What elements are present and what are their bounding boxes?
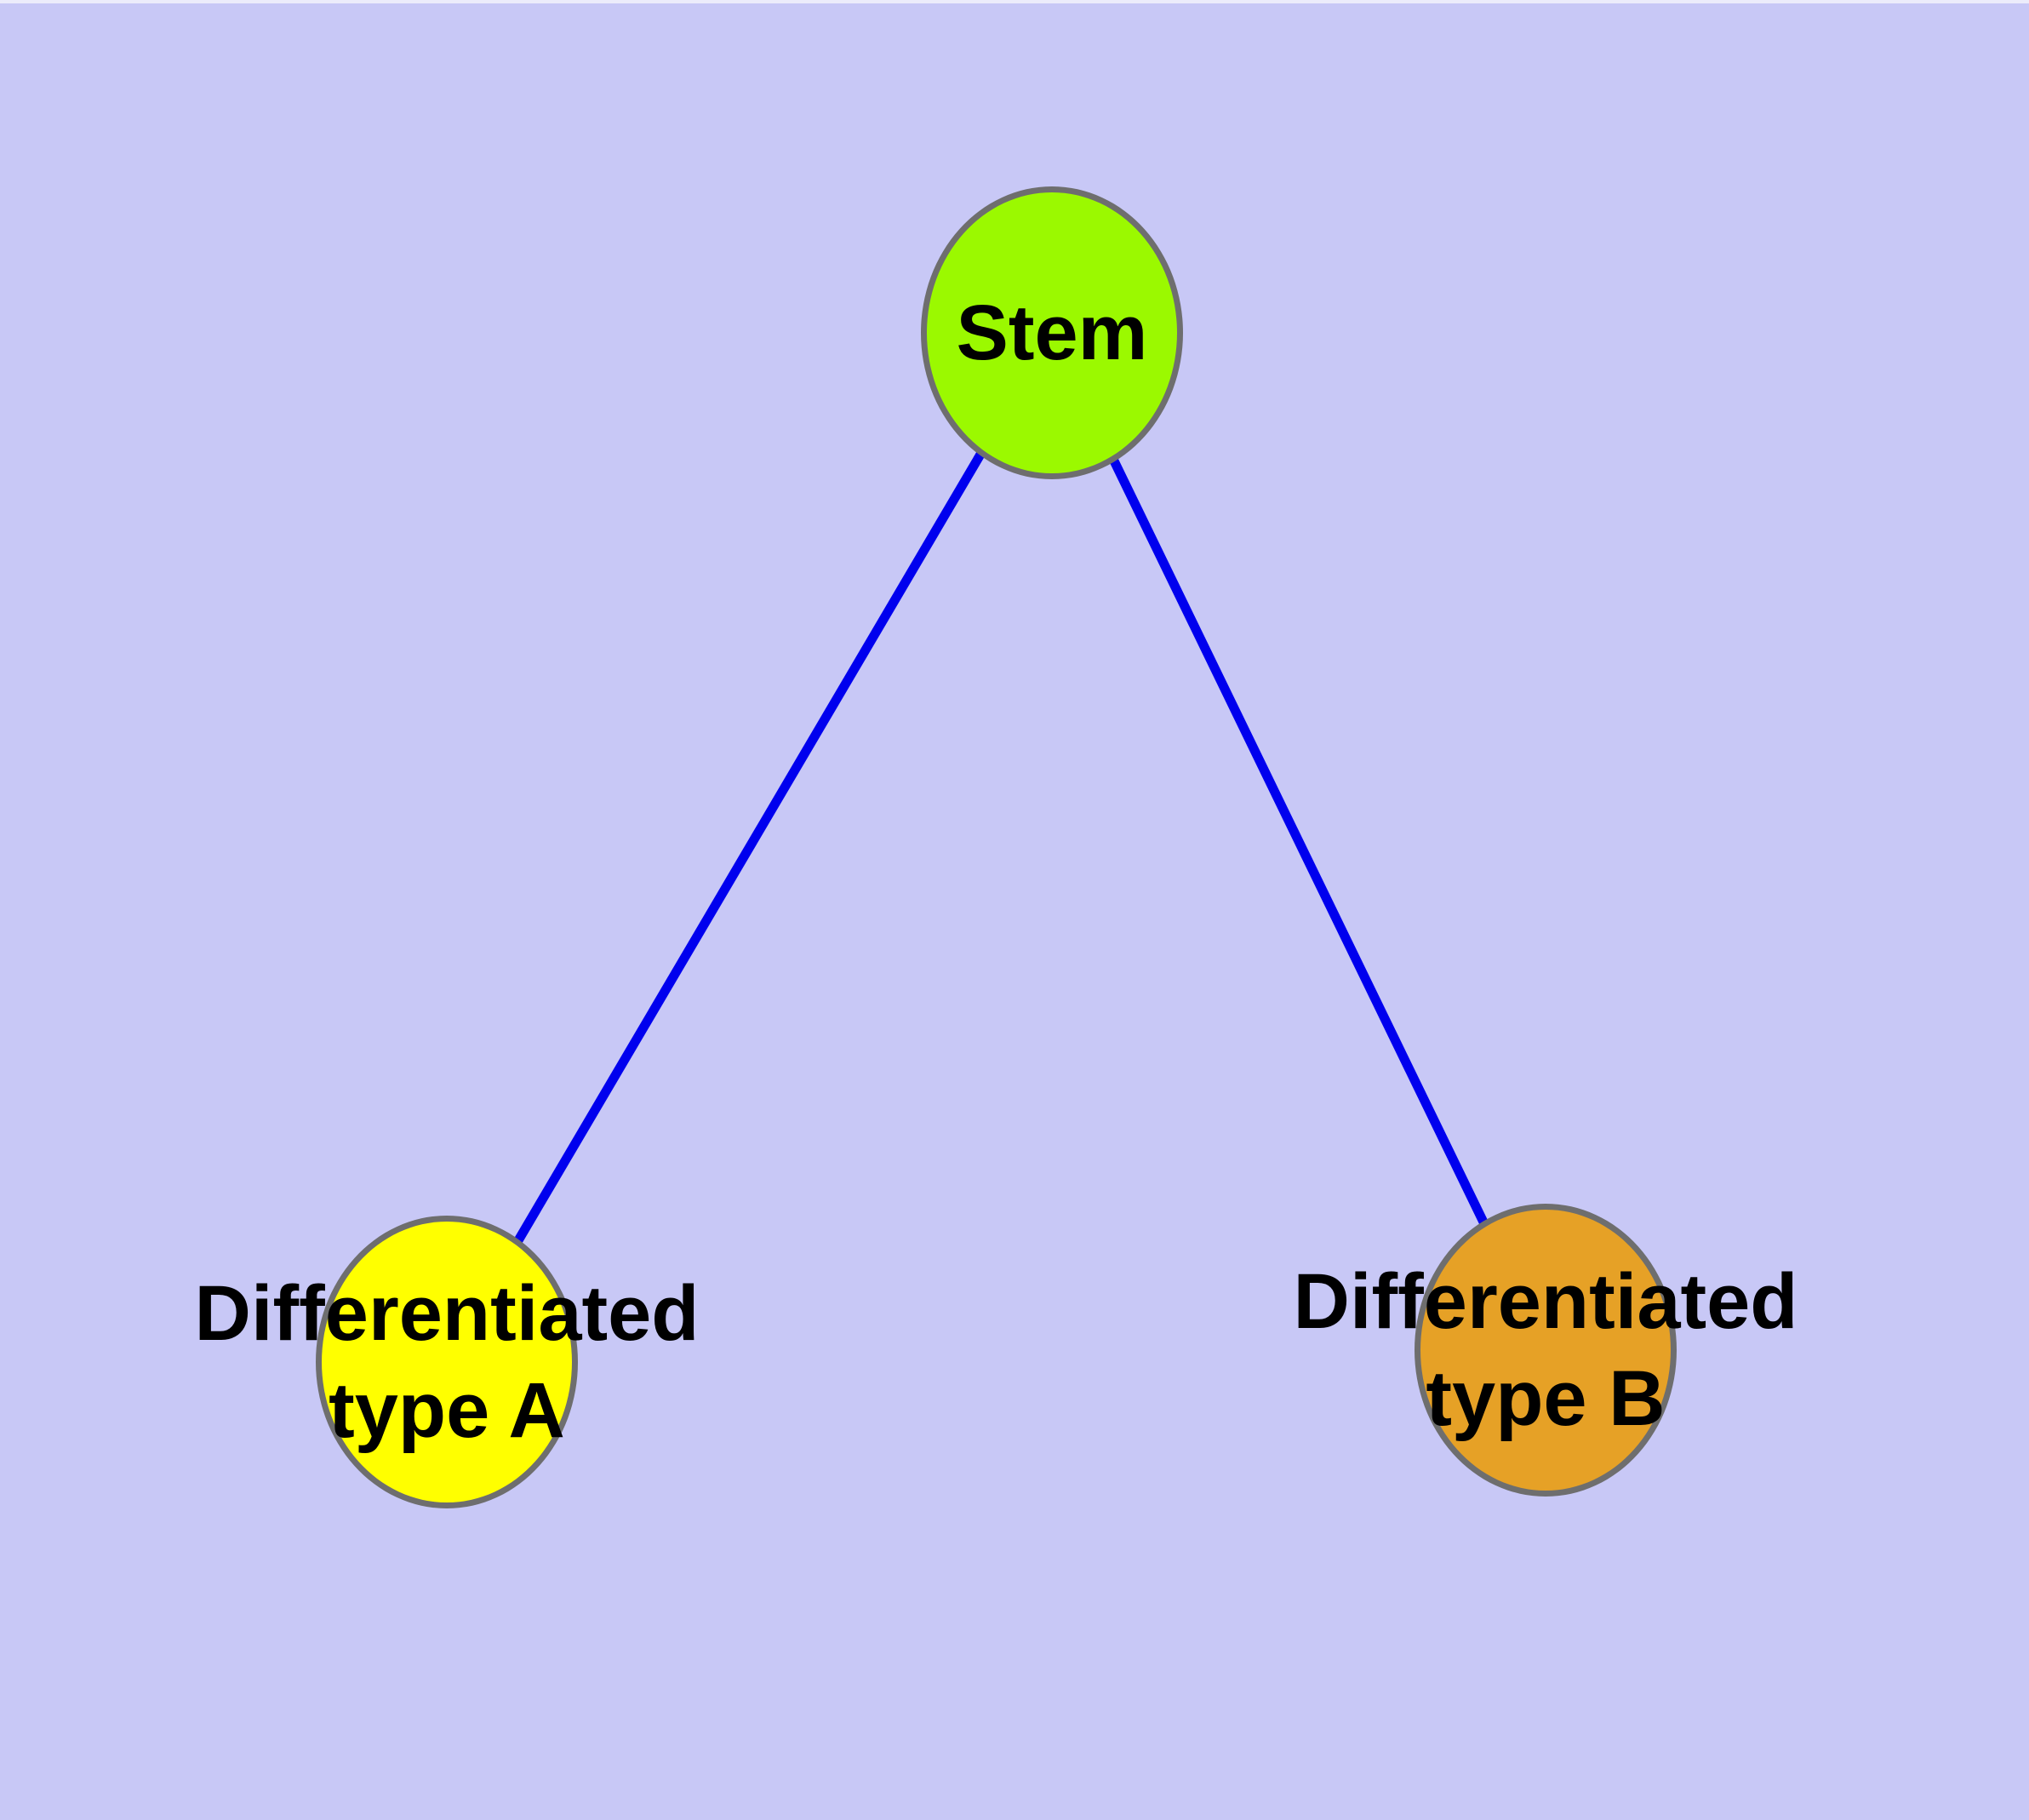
edge-stem-to-type-a xyxy=(443,330,1056,1365)
node-stem: Stem xyxy=(921,186,1183,479)
node-type-b-label-line2: type B xyxy=(1426,1355,1666,1442)
top-edge-strip xyxy=(0,0,2029,3)
node-type-b-label: Differentiated type B xyxy=(1294,1253,1798,1447)
edge-stem-to-type-b xyxy=(1048,330,1550,1353)
node-type-a-label: Differentiated type A xyxy=(195,1265,700,1459)
node-differentiated-type-a: Differentiated type A xyxy=(195,1216,699,1508)
node-differentiated-type-b: Differentiated type B xyxy=(1294,1204,1798,1497)
node-type-a-label-line1: Differentiated xyxy=(194,1270,700,1357)
node-stem-label: Stem xyxy=(956,289,1148,376)
node-type-b-label-line1: Differentiated xyxy=(1293,1258,1798,1345)
node-type-a-label-line2: type A xyxy=(329,1367,565,1454)
